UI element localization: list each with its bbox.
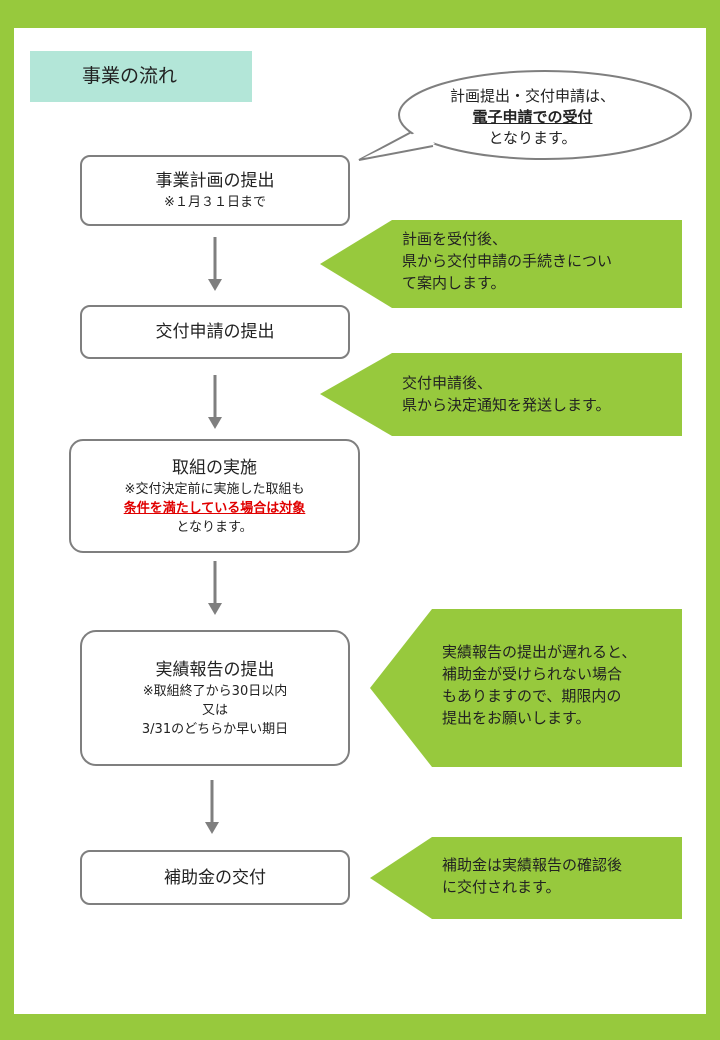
callout-line: て案内します。 (402, 274, 506, 292)
step-implementation: 取組の実施 ※交付決定前に実施した取組も 条件を満たしている場合は対象 となりま… (69, 439, 360, 553)
callout-shape (370, 609, 682, 767)
speech-bubble (358, 70, 692, 161)
callout-shape (370, 837, 682, 919)
step-note: となります。 (176, 519, 253, 535)
callout-line: 補助金は実績報告の確認後 (442, 856, 623, 874)
callout-payment: 補助金は実績報告の確認後 に交付されます。 (442, 854, 622, 898)
bubble-emphasis: 電子申請での受付 (472, 108, 593, 126)
callout-application-guidance: 計画を受付後、 県から交付申請の手続きについ て案内します。 (402, 228, 612, 294)
step-note: ※取組終了から30日以内 (142, 683, 288, 699)
bubble-line: 計画提出・交付申請は、 (449, 87, 615, 105)
bubble-line: となります。 (488, 129, 577, 147)
down-arrow-icon (208, 375, 222, 429)
step-label: 補助金の交付 (164, 867, 266, 888)
step-note: ※交付決定前に実施した取組も (124, 481, 305, 497)
step-label: 取組の実施 (172, 457, 257, 478)
callout-line: 実績報告の提出が遅れると、 (442, 643, 637, 661)
callout-line: 補助金が受けられない場合 (442, 665, 623, 683)
down-arrow-icon (205, 780, 219, 834)
callout-line: 提出をお願いします。 (442, 709, 591, 727)
step-plan-submission: 事業計画の提出 ※１月３１日まで (80, 155, 350, 226)
callout-line: もありますので、期限内の (442, 687, 622, 705)
step-label: 交付申請の提出 (155, 322, 275, 342)
callout-decision-notice: 交付申請後、 県から決定通知を発送します。 (402, 372, 611, 416)
speech-bubble-text: 計画提出・交付申請は、 電子申請での受付 となります。 (390, 86, 675, 149)
callout-line: 県から交付申請の手続きについ (402, 252, 613, 270)
step-note: 又は (201, 702, 228, 718)
callout-report-deadline: 実績報告の提出が遅れると、 補助金が受けられない場合 もありますので、期限内の … (442, 641, 636, 729)
callout-shape (320, 353, 682, 436)
step-grant-payment: 補助金の交付 (80, 850, 350, 905)
callout-shape (320, 220, 682, 308)
step-label: 実績報告の提出 (155, 659, 275, 680)
step-note: 3/31のどちらか早い期日 (141, 721, 289, 737)
step-grant-application: 交付申請の提出 (80, 305, 350, 359)
callout-line: に交付されます。 (442, 878, 561, 896)
callout-line: 県から決定通知を発送します。 (402, 396, 611, 414)
callout-line: 交付申請後、 (402, 374, 493, 392)
callout-line: 計画を受付後、 (402, 230, 508, 248)
step-label: 事業計画の提出 (155, 171, 275, 191)
down-arrow-icon (208, 561, 222, 615)
step-note: ※１月３１日まで (164, 195, 266, 210)
step-result-report: 実績報告の提出 ※取組終了から30日以内 又は 3/31のどちらか早い期日 (80, 630, 350, 766)
down-arrow-icon (208, 237, 222, 291)
page-title: 事業の流れ (30, 51, 252, 102)
highlight-note: 条件を満たしている場合は対象 (123, 500, 306, 516)
